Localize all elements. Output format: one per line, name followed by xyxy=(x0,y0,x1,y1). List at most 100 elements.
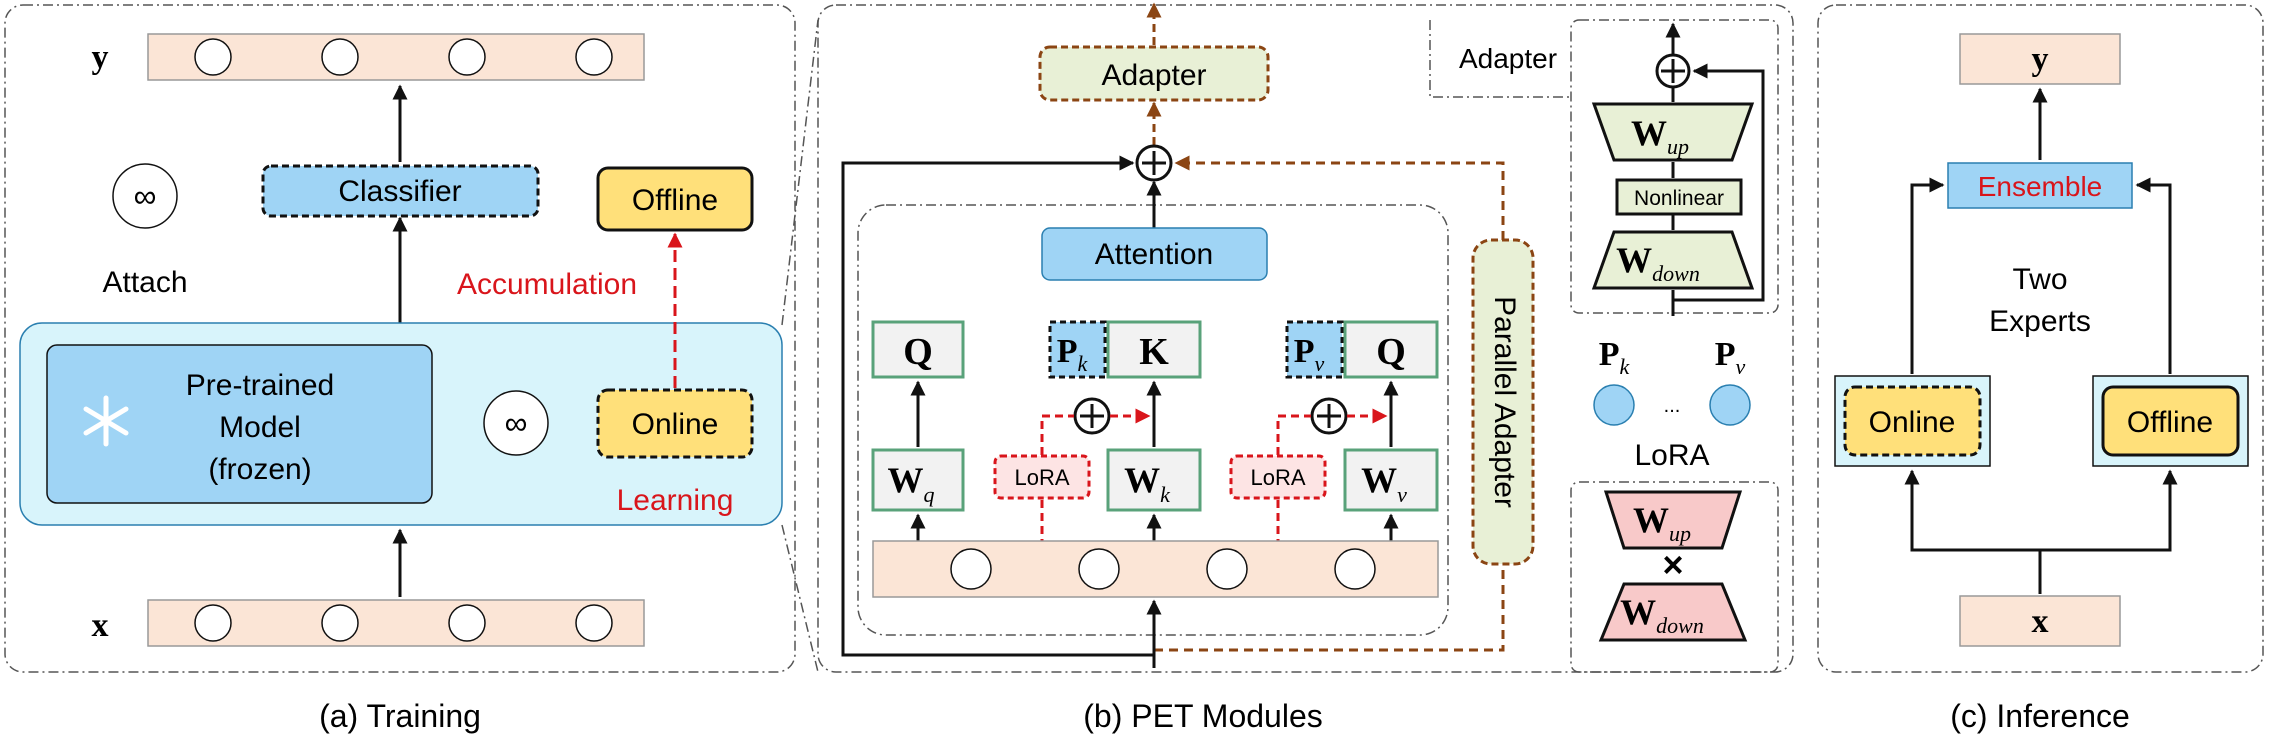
accumulation-label: Accumulation xyxy=(457,268,637,301)
wq-subscript: q xyxy=(924,482,935,507)
svg-text:∞: ∞ xyxy=(505,405,528,441)
infinity-icon xyxy=(483,390,549,456)
w-down-subscript: down xyxy=(1652,261,1700,286)
plus-icon xyxy=(1310,397,1348,435)
x-label: x xyxy=(92,607,109,644)
svg-text:Wdown: Wdown xyxy=(1616,240,1700,286)
ensemble-box xyxy=(1947,162,2133,209)
svg-text:Wdown: Wdown xyxy=(1620,592,1704,638)
attach-label: Attach xyxy=(102,266,187,299)
lora-label-v: LoRA xyxy=(1250,465,1305,490)
wv-box xyxy=(1343,448,1439,512)
w-up-subscript: up xyxy=(1667,134,1689,159)
inference-online-label: Online xyxy=(1869,406,1956,439)
pretrained-model-box xyxy=(46,344,433,504)
pet-token-circles xyxy=(950,548,1376,590)
prefix-v-token xyxy=(1709,384,1751,426)
caption-pet-modules: (b) PET Modules xyxy=(1083,698,1323,734)
q-right-box xyxy=(1343,320,1439,379)
panel-pet-modules: Adapter Attention Q Pk K Pv Q xyxy=(817,2,1794,734)
wv-label: W xyxy=(1361,460,1397,500)
lora-times: × xyxy=(1662,544,1683,585)
adapter-box xyxy=(1038,45,1270,102)
classifier-label: Classifier xyxy=(338,175,461,208)
legend-pv-subscript: v xyxy=(1736,354,1746,379)
w-up-label: W xyxy=(1631,113,1667,153)
two-experts-line-2: Experts xyxy=(1989,305,2091,338)
wk-label: W xyxy=(1124,460,1160,500)
k-label: K xyxy=(1139,331,1169,373)
plus-icon xyxy=(1655,53,1691,89)
pk-box xyxy=(1048,320,1107,379)
legend-pk-label: P xyxy=(1599,336,1620,373)
ensemble-label: Ensemble xyxy=(1978,171,2103,202)
snowflake-icon xyxy=(83,395,129,447)
attention-box xyxy=(1041,227,1268,281)
lora-box-k xyxy=(993,454,1091,500)
svg-text:Pk: Pk xyxy=(1057,333,1089,376)
offline-box xyxy=(596,166,754,232)
svg-text:Wv: Wv xyxy=(1361,460,1407,507)
svg-text:Wup: Wup xyxy=(1631,113,1689,159)
nonlinear-label: Nonlinear xyxy=(1634,187,1724,210)
lora-w-up-label: W xyxy=(1633,500,1669,540)
svg-text:∞: ∞ xyxy=(134,178,157,214)
wk-subscript: k xyxy=(1160,482,1171,507)
svg-text:Wup: Wup xyxy=(1633,500,1691,546)
pk-subscript: k xyxy=(1078,351,1089,376)
parallel-adapter-box xyxy=(1471,238,1535,566)
panel-inference: y Ensemble Two Experts Online Offline x … xyxy=(1817,4,2264,734)
lora-w-down-subscript: down xyxy=(1656,613,1704,638)
prefix-ellipsis: ... xyxy=(1664,395,1681,417)
inference-offline-box xyxy=(2101,385,2240,457)
model-line-1: Pre-trained xyxy=(186,369,334,402)
q-left-label: Q xyxy=(903,331,933,373)
legend-pv-label: P xyxy=(1715,336,1736,373)
prefix-k-token xyxy=(1593,384,1635,426)
wk-box xyxy=(1106,448,1202,512)
pv-label: P xyxy=(1294,333,1315,370)
online-label: Online xyxy=(632,408,719,441)
learning-label: Learning xyxy=(617,484,734,517)
plus-icon xyxy=(1073,397,1111,435)
pv-box xyxy=(1285,320,1344,379)
wv-subscript: v xyxy=(1397,482,1407,507)
caption-inference: (c) Inference xyxy=(1950,698,2130,734)
classifier-box xyxy=(261,164,540,218)
adapter-legend-title: Adapter xyxy=(1459,43,1557,74)
offline-label: Offline xyxy=(632,184,718,217)
model-line-2: Model xyxy=(219,411,301,444)
wq-label: W xyxy=(888,460,924,500)
model-line-3: (frozen) xyxy=(208,453,311,486)
attention-label: Attention xyxy=(1095,238,1213,271)
lora-legend-frame xyxy=(1570,481,1779,673)
inference-y-label: y xyxy=(2032,41,2049,78)
q-left-box xyxy=(871,320,965,379)
lora-label-k: LoRA xyxy=(1014,465,1069,490)
two-experts-line-1: Two xyxy=(2012,263,2067,296)
inference-x-label: x xyxy=(2032,603,2049,640)
svg-text:Wk: Wk xyxy=(1124,460,1171,507)
lora-w-up-trapezoid xyxy=(1603,490,1743,550)
panel-inference-frame xyxy=(1817,4,2264,673)
lora-w-up-subscript: up xyxy=(1669,521,1691,546)
svg-text:Pv: Pv xyxy=(1294,333,1325,376)
lora-w-down-label: W xyxy=(1620,592,1656,632)
infinity-icon xyxy=(112,163,178,229)
caption-training: (a) Training xyxy=(319,698,481,734)
legend-pk-subscript: k xyxy=(1620,354,1631,379)
pk-label: P xyxy=(1057,333,1078,370)
parallel-adapter-path xyxy=(1154,564,1505,652)
k-box xyxy=(1106,320,1202,379)
svg-text:Pk: Pk xyxy=(1599,336,1631,379)
nonlinear-box xyxy=(1615,178,1743,216)
plus-icon xyxy=(1135,144,1173,182)
y-token-circles xyxy=(194,38,613,76)
inference-y-box xyxy=(1959,33,2121,85)
svg-text:Wq: Wq xyxy=(888,460,935,507)
q-right-label: Q xyxy=(1376,331,1406,373)
online-box xyxy=(596,388,754,459)
adapter-label: Adapter xyxy=(1101,59,1206,92)
wq-box xyxy=(871,448,965,512)
